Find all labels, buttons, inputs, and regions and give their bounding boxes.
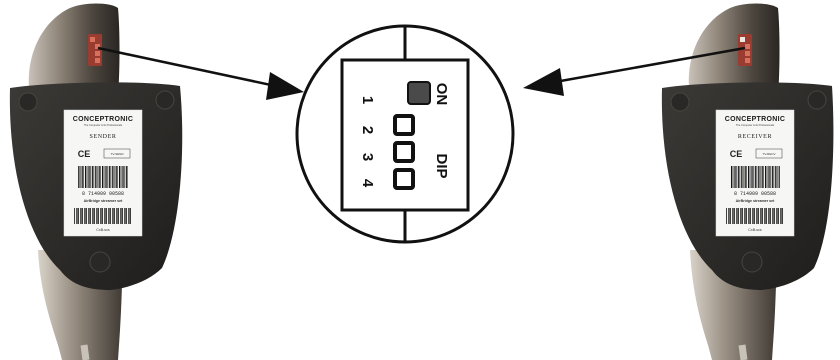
receiver-label: CONCEPTRONIC The Computer Link Professio… (716, 110, 794, 236)
sender-role: SENDER (90, 134, 117, 140)
receiver-brand: CONCEPTRONIC (725, 116, 785, 123)
sender-speaker-left (19, 93, 37, 111)
sender-speaker-bottom (90, 252, 110, 272)
receiver-tagline: The Computer Link Professionals (736, 123, 775, 127)
receiver-barcode-number: 8 714909 00588 (734, 191, 776, 197)
dip-position-4: 4 (359, 179, 376, 188)
dip-switch-1 (408, 82, 430, 104)
dip-position-2: 2 (359, 126, 376, 134)
arrow-right-head (523, 68, 564, 96)
dip-position-1: 1 (359, 96, 376, 104)
sender-label: CONCEPTRONIC The Computer Link Professio… (64, 110, 142, 236)
dip-on-label: ON (433, 83, 450, 106)
sender-barcode-2 (74, 208, 132, 224)
receiver-speaker-right (808, 91, 826, 109)
sender-box-code: TV-SEND (110, 152, 124, 156)
sender-cable (84, 345, 86, 360)
sender-dip-window (88, 34, 102, 66)
receiver-barcode-2 (726, 208, 784, 224)
dip-switch-magnifier: ON DIP 1 2 3 4 (297, 26, 513, 242)
receiver-code-label: CxB-scs (748, 228, 762, 232)
dip-dip-label: DIP (433, 153, 450, 178)
sender-barcode-number: 8 714909 00588 (82, 191, 124, 197)
dip-position-3: 3 (359, 153, 376, 161)
sender-speaker-right (156, 91, 174, 109)
sender-device: CONCEPTRONIC The Computer Link Professio… (10, 4, 182, 360)
receiver-device: CONCEPTRONIC The Computer Link Professio… (662, 4, 834, 360)
receiver-cable (742, 345, 744, 360)
dip-switch-4 (395, 170, 413, 188)
arrow-left-line (98, 48, 285, 88)
receiver-speaker-bottom (742, 252, 762, 272)
receiver-speaker-left (671, 93, 689, 111)
receiver-product: AirBridge streamer set (736, 199, 776, 203)
sender-product: AirBridge streamer set (84, 199, 124, 203)
dip-switch-3 (395, 143, 413, 161)
receiver-barcode-1 (730, 166, 780, 188)
arrow-left-head (266, 72, 304, 100)
sender-barcode-1 (78, 166, 128, 188)
receiver-role: RECEIVER (738, 134, 772, 140)
receiver-box-code: TV-RECV (762, 152, 775, 156)
dip-switch-2 (395, 116, 413, 134)
sender-tagline: The Computer Link Professionals (84, 123, 123, 127)
receiver-ce-mark: CE (730, 149, 743, 159)
sender-brand: CONCEPTRONIC (73, 116, 133, 123)
sender-code-label: CxB-scs (96, 228, 110, 232)
sender-ce-mark: CE (78, 149, 91, 159)
